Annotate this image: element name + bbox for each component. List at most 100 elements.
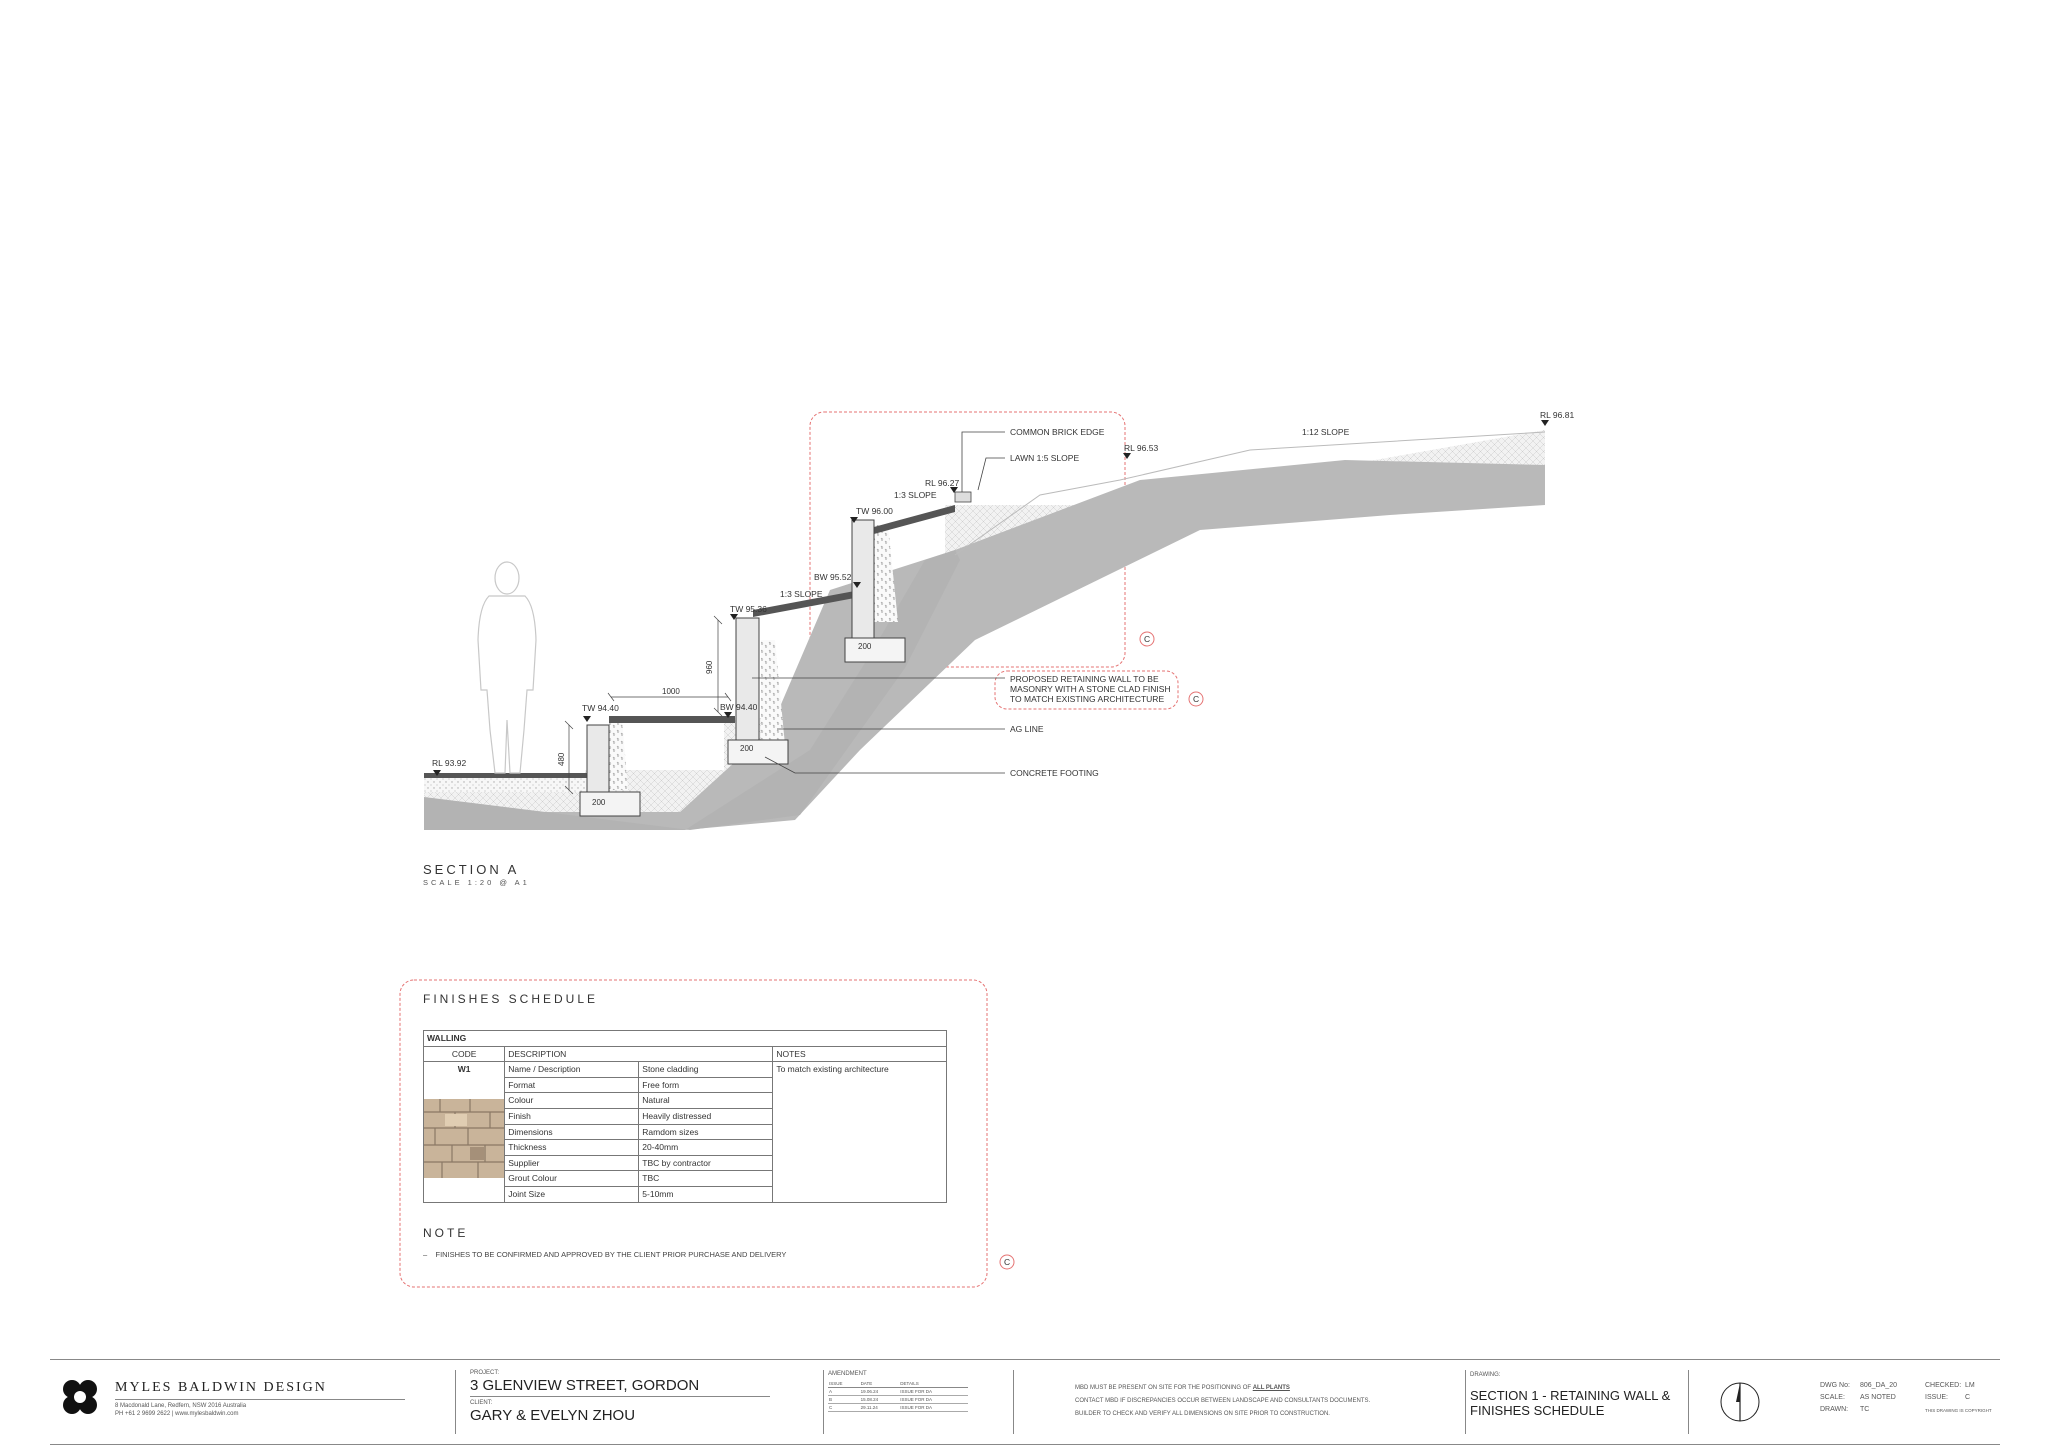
divider-2 xyxy=(823,1370,824,1434)
header-code: CODE xyxy=(422,1045,506,1063)
label-wall-note-3: TO MATCH EXISTING ARCHITECTURE xyxy=(1010,694,1164,704)
copyright: THIS DRAWING IS COPYRIGHT xyxy=(1925,1408,1992,1413)
drawn-label: DRAWN: xyxy=(1820,1406,1849,1413)
cut-band xyxy=(424,460,1545,830)
drawing-title-2: FINISHES SCHEDULE xyxy=(1470,1403,1605,1418)
revision-c-1: C xyxy=(1144,634,1150,644)
label-brick-edge: COMMON BRICK EDGE xyxy=(1010,427,1105,437)
revision-c-3: C xyxy=(1004,1257,1010,1267)
label-wall-note-2: MASONRY WITH A STONE CLAD FINISH xyxy=(1010,684,1171,694)
amend-date: 15.08.24 xyxy=(860,1397,879,1402)
amendment-label: AMENDMENT xyxy=(828,1371,867,1377)
finishes-table: WALLING CODE DESCRIPTION NOTES W1 Name /… xyxy=(422,1030,947,1203)
label-lawn: LAWN 1:5 SLOPE xyxy=(1010,453,1079,463)
issue-value: C xyxy=(1965,1394,1971,1401)
dim-1000: 1000 xyxy=(662,687,680,696)
label-bw-95-52: BW 95.52 xyxy=(814,572,852,582)
finish-key: Dimensions xyxy=(504,1123,640,1141)
finish-key: Colour xyxy=(504,1092,640,1109)
note-title: NOTE xyxy=(423,1226,469,1240)
scale-value: AS NOTED xyxy=(1860,1394,1896,1401)
label-slope-1-3-upper: 1:3 SLOPE xyxy=(894,490,937,500)
project-name: 3 GLENVIEW STREET, GORDON xyxy=(470,1377,700,1394)
label-bw-94-40: BW 94.40 xyxy=(720,702,758,712)
notice-2: CONTACT MBD IF DISCREPANCIES OCCUR BETWE… xyxy=(1075,1398,1371,1404)
issue-label: ISSUE: xyxy=(1925,1394,1948,1401)
revision-cloud-finishes xyxy=(399,979,988,1288)
amend-date: 19.06.24 xyxy=(860,1389,879,1394)
drawn-value: TC xyxy=(1860,1406,1870,1413)
finish-notes: To match existing architecture xyxy=(772,1061,947,1203)
finish-key: Thickness xyxy=(504,1139,640,1156)
label-tw-96-00: TW 96.00 xyxy=(856,506,893,516)
footing-1 xyxy=(579,791,641,817)
amend-details: ISSUE FOR DA xyxy=(900,1397,933,1402)
divider-3 xyxy=(1013,1370,1014,1434)
finish-key: Finish xyxy=(504,1107,640,1125)
company-phone: PH +61 2 9699 2622 | www.mylesbaldwin.co… xyxy=(115,1411,239,1417)
note-text: – FINISHES TO BE CONFIRMED AND APPROVED … xyxy=(423,1250,787,1259)
revision-markers xyxy=(999,631,1204,1270)
divider-5 xyxy=(1688,1370,1689,1434)
finish-value: Stone cladding xyxy=(638,1061,774,1078)
finish-value: TBC xyxy=(638,1170,774,1187)
dimension-lines xyxy=(564,615,732,795)
dim-960: 960 xyxy=(705,660,714,674)
label-rl-93-92: RL 93.92 xyxy=(432,758,466,768)
company-address: 8 Macdonald Lane, Redfern, NSW 2016 Aust… xyxy=(115,1403,247,1409)
footing-3 xyxy=(844,637,906,663)
finish-key: Name / Description xyxy=(504,1061,640,1078)
dim-200-3: 200 xyxy=(858,642,872,651)
finishes-group: WALLING xyxy=(423,1030,947,1047)
brick-edge xyxy=(954,491,972,503)
amend-issue: B xyxy=(829,1397,833,1402)
drawing-label: DRAWING: xyxy=(1470,1372,1501,1378)
person-silhouette xyxy=(477,561,537,774)
dwg-no-label: DWG No: xyxy=(1820,1382,1850,1389)
label-rl-96-81: RL 96.81 xyxy=(1540,410,1574,420)
scale-label: SCALE: xyxy=(1820,1394,1845,1401)
leader-lines xyxy=(752,431,1005,774)
dim-200-1: 200 xyxy=(592,798,606,807)
finish-value: 20-40mm xyxy=(638,1139,774,1156)
finishes-title: FINISHES SCHEDULE xyxy=(423,992,599,1006)
divider-1 xyxy=(455,1370,456,1434)
titleblock: MYLES BALDWIN DESIGN 8 Macdonald Lane, R… xyxy=(50,1359,2000,1445)
finish-key: Grout Colour xyxy=(504,1170,640,1187)
label-rl-96-53: RL 96.53 xyxy=(1124,443,1158,453)
retaining-wall-3 xyxy=(851,519,875,639)
retaining-wall-2 xyxy=(735,617,760,741)
amend-issue: C xyxy=(829,1405,833,1410)
label-wall-note-1: PROPOSED RETAINING WALL TO BE xyxy=(1010,674,1159,684)
client-label: CLIENT: xyxy=(470,1400,493,1406)
amend-details: ISSUE FOR DA xyxy=(900,1405,933,1410)
checked-value: LM xyxy=(1965,1382,1975,1389)
finish-key: Format xyxy=(504,1076,640,1094)
finish-value: Natural xyxy=(638,1092,774,1109)
paving-mid xyxy=(609,716,735,723)
finish-value: Heavily distressed xyxy=(638,1107,774,1125)
dim-480: 480 xyxy=(557,752,566,766)
paving-upper xyxy=(753,590,860,617)
project-rule xyxy=(470,1396,770,1397)
ground-dots-low xyxy=(424,778,587,792)
amendment-table: ISSUE DATE DETAILS A 19.06.24 ISSUE FOR … xyxy=(828,1380,968,1412)
finish-value: TBC by contractor xyxy=(638,1154,774,1172)
amend-details: ISSUE FOR DA xyxy=(900,1389,933,1394)
gravel-backfill-1 xyxy=(609,718,628,790)
revision-cloud-note xyxy=(994,670,1179,710)
checked-label: CHECKED: xyxy=(1925,1382,1962,1389)
finish-value: 5-10mm xyxy=(638,1185,774,1203)
note-text-value: FINISHES TO BE CONFIRMED AND APPROVED BY… xyxy=(435,1250,787,1259)
label-footing: CONCRETE FOOTING xyxy=(1010,768,1099,778)
client-name: GARY & EVELYN ZHOU xyxy=(470,1407,636,1424)
footing-2 xyxy=(727,739,789,765)
dwg-no: 806_DA_20 xyxy=(1860,1382,1897,1389)
section-scale: SCALE 1:20 @ A1 xyxy=(423,878,530,887)
finish-key: Supplier xyxy=(504,1154,640,1172)
finish-value: Ramdom sizes xyxy=(638,1123,774,1141)
notice-3: BUILDER TO CHECK AND VERIFY ALL DIMENSIO… xyxy=(1075,1411,1330,1417)
company-rule xyxy=(115,1399,405,1400)
header-description: DESCRIPTION xyxy=(504,1045,774,1063)
